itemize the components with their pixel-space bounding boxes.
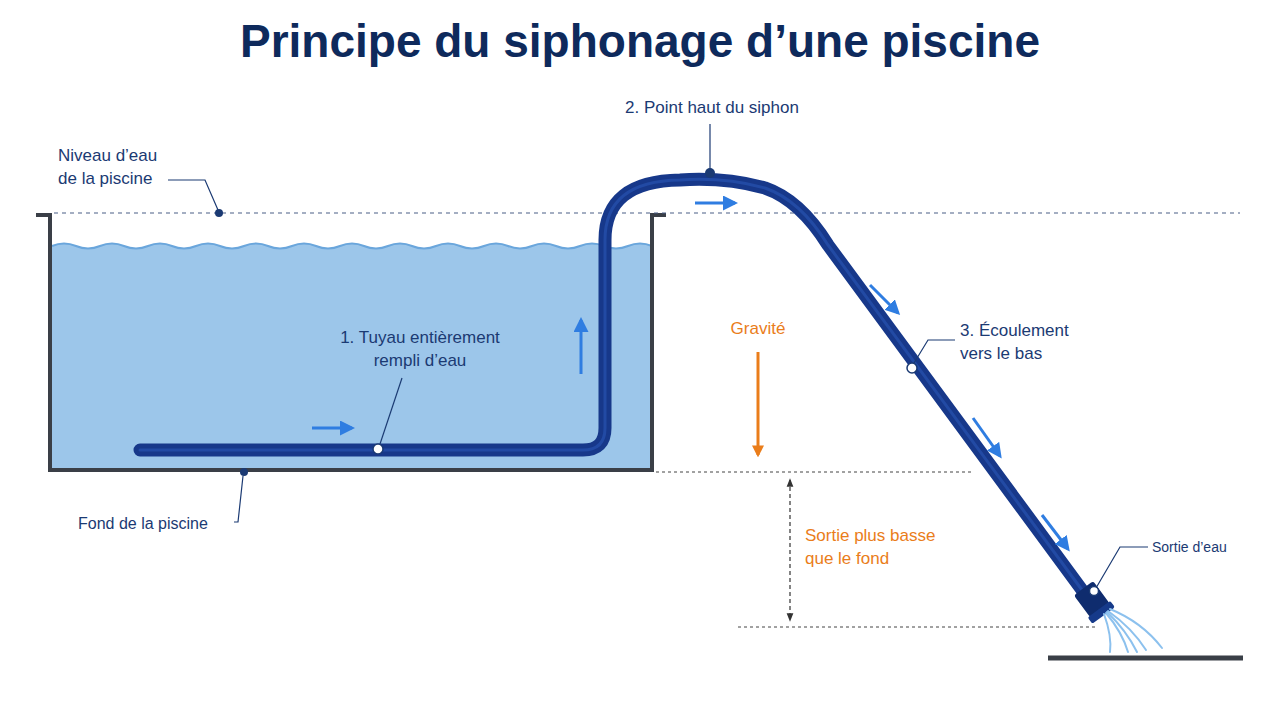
leader-line (168, 124, 1148, 588)
hose-highlight (140, 179, 1082, 590)
outlet-label: Sortie d’eau (1152, 538, 1272, 557)
ground-line (1048, 656, 1243, 661)
water-level-label: Niveau d’eau de la piscine (58, 145, 170, 191)
gravity-label: Gravité (713, 318, 803, 341)
callout-label: 2. Point haut du siphon (592, 97, 832, 120)
dimension-line (738, 627, 1098, 628)
water-spray (1104, 609, 1162, 652)
dimension-line (656, 472, 972, 473)
water-surface (52, 244, 652, 249)
siphon-hose (140, 179, 1082, 590)
callout-label: 1. Tuyau entièrement rempli d’eau (325, 327, 515, 373)
height-label: Sortie plus basse que le fond (805, 525, 965, 571)
flow-arrow (312, 203, 1068, 549)
height-dimension (789, 480, 790, 620)
pool-water (52, 244, 652, 469)
water-level-line (54, 212, 1240, 213)
callout-label: 3. Écoulement vers le bas (960, 320, 1092, 366)
pool-bottom-label: Fond de la piscine (78, 513, 238, 535)
diagram-title: Principe du siphonage d’une piscine (0, 16, 1280, 67)
gravity-arrow (757, 352, 760, 455)
pool-wall (36, 215, 666, 470)
leader-dot (215, 168, 1099, 596)
